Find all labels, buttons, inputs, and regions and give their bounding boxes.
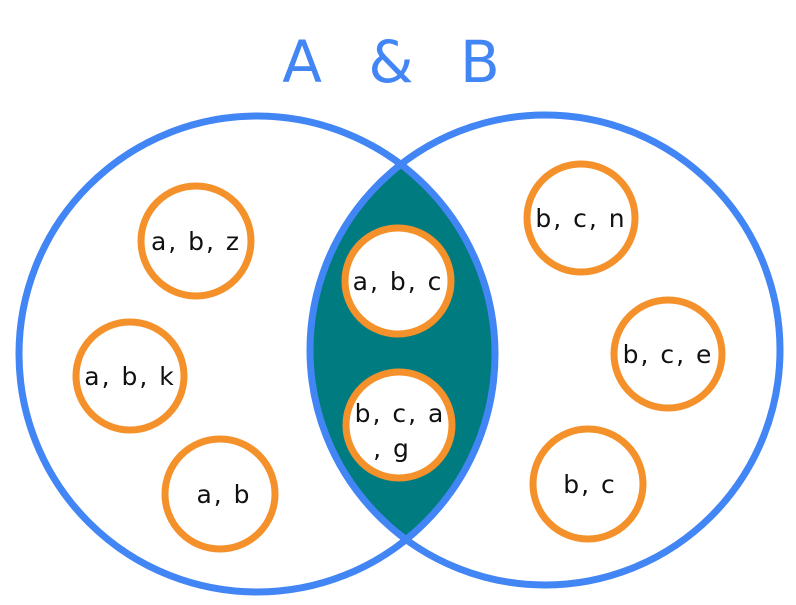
right-set-item: b, c, e — [610, 296, 726, 412]
set-a-circle — [15, 112, 499, 596]
intersection-item: a, b, c — [341, 224, 455, 338]
item-label-continued: , g — [373, 434, 411, 463]
right-set-item: b, c, n — [523, 160, 639, 276]
set-b-circle — [306, 111, 784, 589]
left-set-item: a, b, z — [137, 182, 255, 300]
intersection-item: b, c, a , g — [342, 368, 456, 482]
item-label: a, b — [196, 480, 251, 509]
right-set-item: b, c — [529, 425, 647, 543]
left-set-item: a, b, k — [72, 318, 188, 434]
item-label: a, b, k — [84, 362, 175, 391]
item-label: a, b, c — [353, 267, 444, 296]
item-label: b, c, n — [535, 204, 626, 233]
left-set-item: a, b — [161, 435, 279, 553]
item-label: b, c — [563, 470, 617, 499]
item-label: b, c, a — [355, 399, 446, 428]
item-label: b, c, e — [623, 340, 714, 369]
item-label: a, b, z — [151, 227, 241, 256]
diagram-title: A & B — [282, 28, 514, 96]
